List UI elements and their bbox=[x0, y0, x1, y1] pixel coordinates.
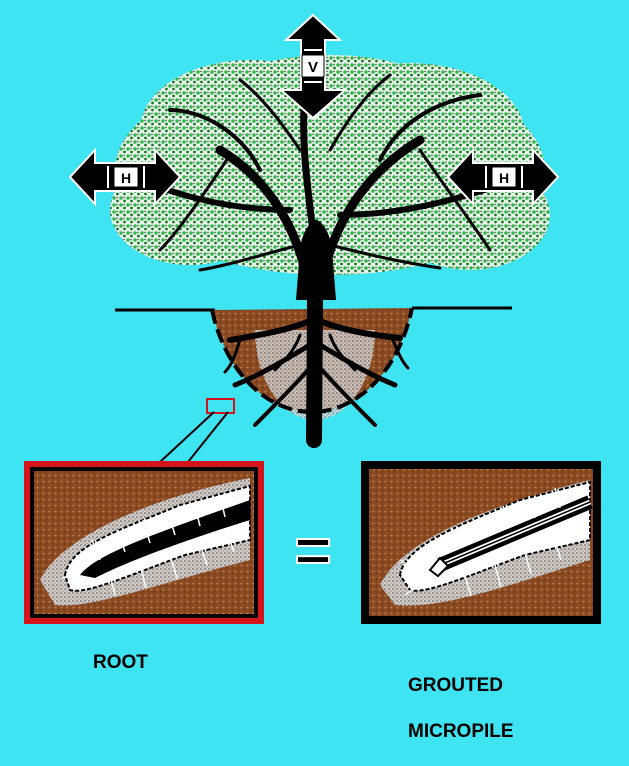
caption-micropile-line1: GROUTED bbox=[408, 675, 503, 696]
root-micropile-diagram: V H H bbox=[24, 13, 601, 624]
roots bbox=[223, 292, 410, 448]
micropile-detail-panel bbox=[361, 461, 601, 624]
vertical-arrow-label: V bbox=[308, 59, 318, 76]
root-detail-panel bbox=[24, 461, 264, 624]
horizontal-load-arrow-left bbox=[68, 147, 182, 207]
caption-grouted-micropile: GROUTED MICROPILE bbox=[408, 651, 514, 766]
left-arrow-label: H bbox=[121, 170, 131, 186]
right-arrow-label: H bbox=[499, 170, 509, 186]
zoom-line-right bbox=[187, 411, 229, 463]
zoom-line-left bbox=[159, 411, 215, 463]
caption-root: ROOT bbox=[93, 652, 148, 673]
horizontal-load-arrow-right bbox=[446, 147, 560, 207]
equals-sign: = bbox=[294, 514, 331, 586]
root-highlight-box bbox=[206, 398, 235, 414]
vertical-load-arrow bbox=[278, 13, 348, 120]
tree-trunk bbox=[296, 220, 336, 300]
caption-micropile-line2: MICROPILE bbox=[408, 721, 514, 742]
